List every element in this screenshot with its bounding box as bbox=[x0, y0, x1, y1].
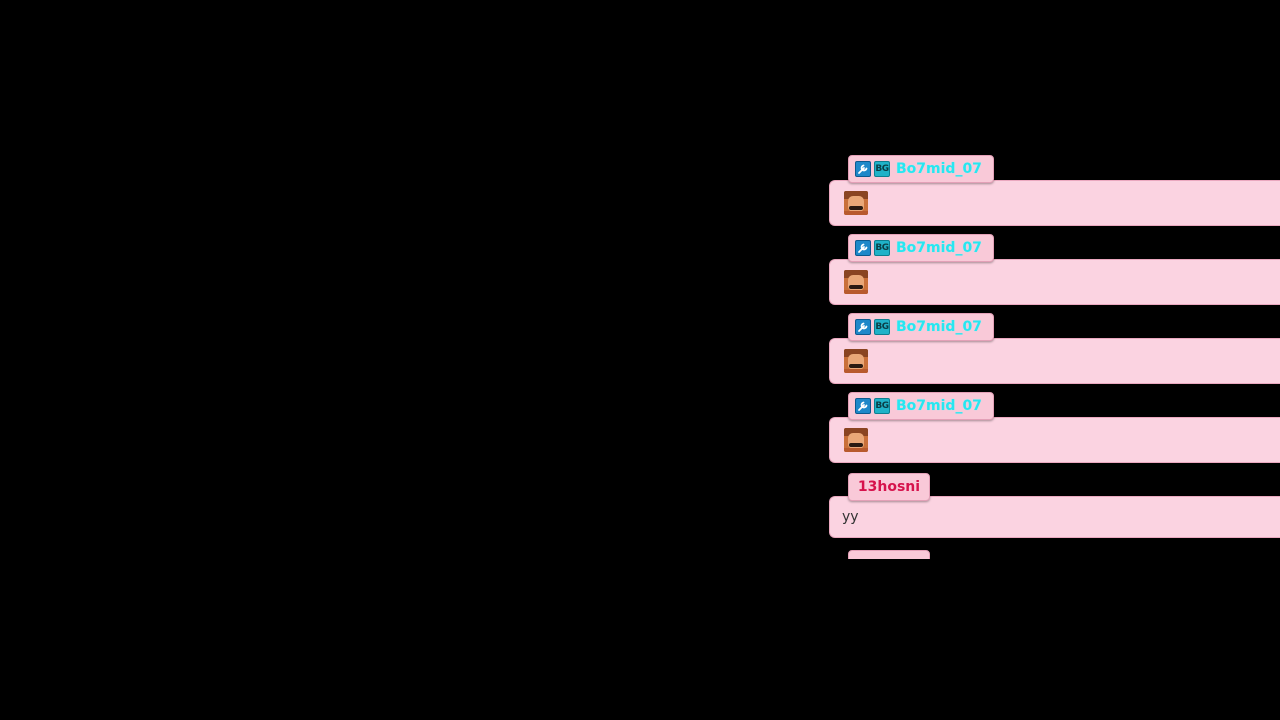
username-tab: BG Bo7mid_07 bbox=[848, 392, 994, 420]
username-tab: BG Bo7mid_07 bbox=[848, 234, 994, 262]
chat-message: BG Bo7mid_07 bbox=[829, 234, 1280, 306]
chat-username[interactable]: 13hosni bbox=[857, 479, 921, 495]
username-tab bbox=[848, 550, 930, 559]
message-bubble bbox=[829, 180, 1280, 226]
chat-message-partial bbox=[829, 550, 1280, 559]
username-tab: 13hosni bbox=[848, 473, 930, 501]
chat-feed: BG Bo7mid_07 BG Bo7mid_07 bbox=[829, 155, 1280, 559]
message-bubble bbox=[829, 417, 1280, 463]
badge-group: BG bbox=[855, 319, 890, 335]
chat-message: BG Bo7mid_07 bbox=[829, 392, 1280, 464]
message-bubble: yy bbox=[829, 496, 1280, 538]
message-bubble bbox=[829, 259, 1280, 305]
message-bubble bbox=[829, 338, 1280, 384]
badge-group: BG bbox=[855, 240, 890, 256]
chat-username[interactable]: Bo7mid_07 bbox=[896, 240, 982, 256]
mustache-man-emote bbox=[844, 191, 868, 215]
badge-group: BG bbox=[855, 161, 890, 177]
vip-badge-icon: BG bbox=[874, 161, 890, 177]
wrench-moderator-icon bbox=[855, 240, 871, 256]
wrench-moderator-icon bbox=[855, 398, 871, 414]
vip-badge-icon: BG bbox=[874, 319, 890, 335]
wrench-moderator-icon bbox=[855, 161, 871, 177]
chat-username[interactable]: Bo7mid_07 bbox=[896, 398, 982, 414]
wrench-moderator-icon bbox=[855, 319, 871, 335]
mustache-man-emote bbox=[844, 270, 868, 294]
chat-message: 13hosni yy bbox=[829, 473, 1280, 539]
message-text: yy bbox=[842, 509, 859, 525]
chat-message: BG Bo7mid_07 bbox=[829, 155, 1280, 227]
mustache-man-emote bbox=[844, 428, 868, 452]
vip-badge-icon: BG bbox=[874, 398, 890, 414]
chat-username[interactable]: Bo7mid_07 bbox=[896, 161, 982, 177]
badge-group: BG bbox=[855, 398, 890, 414]
chat-username[interactable]: Bo7mid_07 bbox=[896, 319, 982, 335]
username-tab: BG Bo7mid_07 bbox=[848, 155, 994, 183]
mustache-man-emote bbox=[844, 349, 868, 373]
vip-badge-icon: BG bbox=[874, 240, 890, 256]
chat-message: BG Bo7mid_07 bbox=[829, 313, 1280, 385]
username-tab: BG Bo7mid_07 bbox=[848, 313, 994, 341]
